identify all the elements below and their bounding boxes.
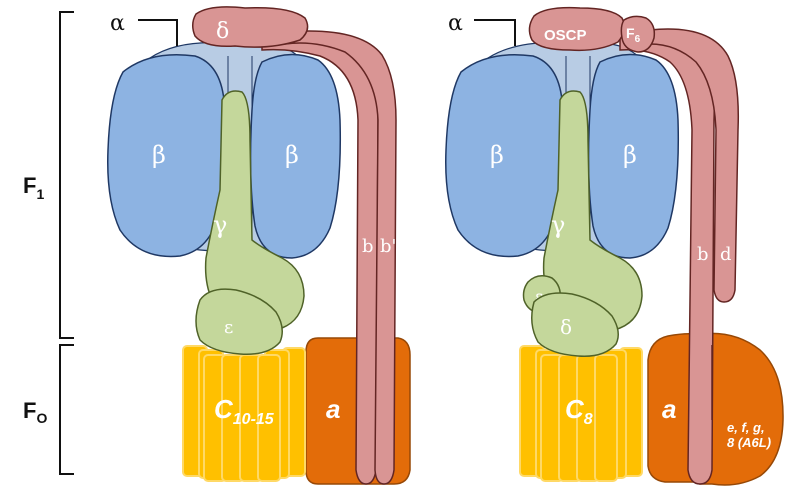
right-alpha-pointer: [474, 20, 515, 46]
right-stalk-b-label: b: [697, 244, 709, 265]
right-beta-left-label: β: [490, 141, 504, 169]
left-stalk-b-prime-label: b': [380, 236, 396, 257]
left-epsilon-label: ε: [224, 317, 233, 338]
left-alpha-pointer: [138, 20, 177, 46]
right-beta-left: [446, 55, 563, 257]
right-delta-label: δ: [560, 315, 572, 339]
left-stalk-b-label: b: [362, 236, 374, 257]
right-stalk-d-label: d: [720, 244, 732, 265]
right-efg-label: e, f, g, 8 (A6L): [727, 420, 771, 450]
right-gamma-label: γ: [551, 211, 565, 239]
left-beta-right-label: β: [285, 141, 299, 169]
right-complex: C8 a e, f, g, 8 (A6L) OSCP F6 α β β: [446, 8, 783, 485]
left-complex: C10-15 a δ α β β γ ε b b': [108, 7, 410, 484]
left-delta-subunit: [193, 7, 308, 47]
f1-label: F1: [23, 173, 44, 202]
left-gamma-label: γ: [213, 211, 227, 239]
left-beta-left: [108, 55, 225, 257]
fo-label: FO: [23, 398, 47, 426]
right-oscp-label: OSCP: [544, 27, 587, 44]
left-alpha-label: α: [110, 11, 125, 36]
fo-bracket: [60, 345, 74, 474]
left-beta-left-label: β: [152, 141, 166, 169]
right-a-label: a: [662, 394, 676, 424]
f1-bracket: [60, 12, 74, 338]
right-beta-right-label: β: [623, 141, 637, 169]
left-delta-label: δ: [216, 19, 229, 44]
left-a-label: a: [326, 394, 340, 424]
right-alpha-label: α: [448, 11, 463, 36]
